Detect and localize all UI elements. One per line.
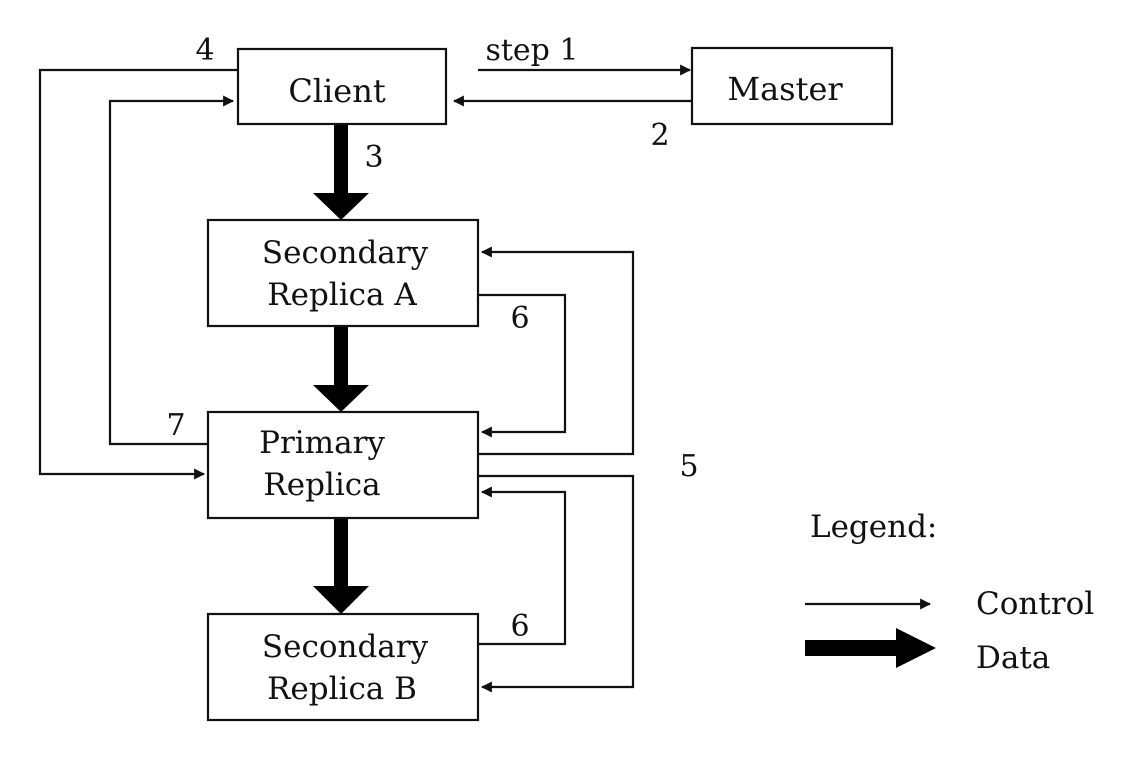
secondary-b-label-line1: Secondary — [262, 629, 429, 665]
control-secondary-a-to-primary — [478, 293, 567, 438]
step-2-label: 2 — [650, 118, 669, 153]
step-6-b-label: 6 — [510, 609, 529, 644]
control-secondary-b-to-primary — [478, 486, 567, 646]
client-label: Client — [288, 72, 386, 110]
control-primary-to-secondary-a — [478, 246, 635, 456]
step-7-label: 7 — [166, 408, 185, 443]
legend-control-label: Control — [976, 586, 1094, 622]
step-4-label: 4 — [195, 33, 214, 68]
data-arrowhead-3 — [313, 586, 369, 614]
data-arrowhead-2 — [313, 385, 369, 412]
secondary-a-node: Secondary Replica A — [206, 218, 480, 328]
primary-node: Primary Replica — [206, 410, 480, 520]
secondary-b-node: Secondary Replica B — [206, 612, 480, 722]
secondary-b-label-line2: Replica B — [267, 671, 417, 707]
primary-label-line2: Replica — [263, 467, 380, 503]
control-flow-lines — [38, 64, 692, 693]
secondary-a-label-line1: Secondary — [262, 235, 429, 271]
step-1-label: step 1 — [485, 33, 578, 68]
client-node: Client — [236, 47, 448, 126]
step-5-label: 5 — [679, 449, 698, 484]
legend-data-arrow-shaft — [805, 640, 900, 656]
step-labels: step 1 2 3 4 5 6 6 7 — [166, 33, 698, 644]
data-flow-arrows — [313, 124, 369, 614]
legend: Legend: Control Data — [805, 509, 1094, 676]
control-primary-to-client — [108, 95, 235, 446]
step-6-a-label: 6 — [510, 301, 529, 336]
data-arrowhead-1 — [313, 193, 369, 220]
legend-title: Legend: — [810, 509, 937, 545]
legend-data-label: Data — [976, 640, 1050, 676]
primary-label-line1: Primary — [259, 425, 385, 461]
legend-data-arrow-head — [896, 628, 936, 668]
step-3-label: 3 — [364, 140, 383, 175]
master-label: Master — [727, 70, 843, 108]
control-primary-to-secondary-b — [478, 474, 635, 693]
master-node: Master — [690, 46, 894, 126]
secondary-a-label-line2: Replica A — [267, 277, 417, 313]
control-client-to-primary — [38, 68, 238, 480]
